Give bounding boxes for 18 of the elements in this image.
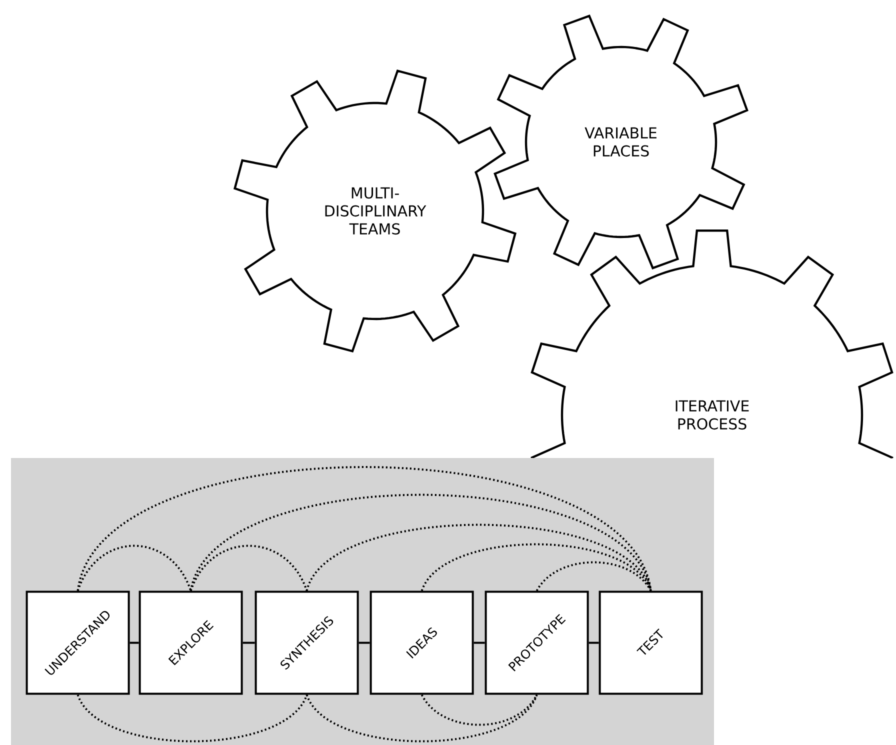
dotted-arc bbox=[76, 466, 652, 592]
dotted-arc bbox=[536, 561, 652, 592]
dotted-arc bbox=[76, 694, 308, 742]
connector-line bbox=[474, 642, 485, 644]
dotted-arc bbox=[420, 694, 538, 726]
dotted-arc bbox=[306, 524, 652, 592]
dotted-arc bbox=[306, 694, 538, 742]
gear: ITERATIVE PROCESS bbox=[530, 230, 894, 459]
dotted-arc bbox=[420, 543, 652, 592]
dotted-arc bbox=[190, 544, 308, 592]
gear: MULTI- DISCIPLINARY TEAMS bbox=[233, 69, 517, 353]
connector-line bbox=[358, 642, 370, 644]
connector-line bbox=[130, 642, 139, 644]
dotted-arc bbox=[76, 544, 192, 592]
connector-line bbox=[242, 642, 255, 644]
connector-line bbox=[588, 642, 599, 644]
dotted-arc bbox=[190, 494, 652, 592]
gear: VARIABLE PLACES bbox=[494, 14, 748, 270]
